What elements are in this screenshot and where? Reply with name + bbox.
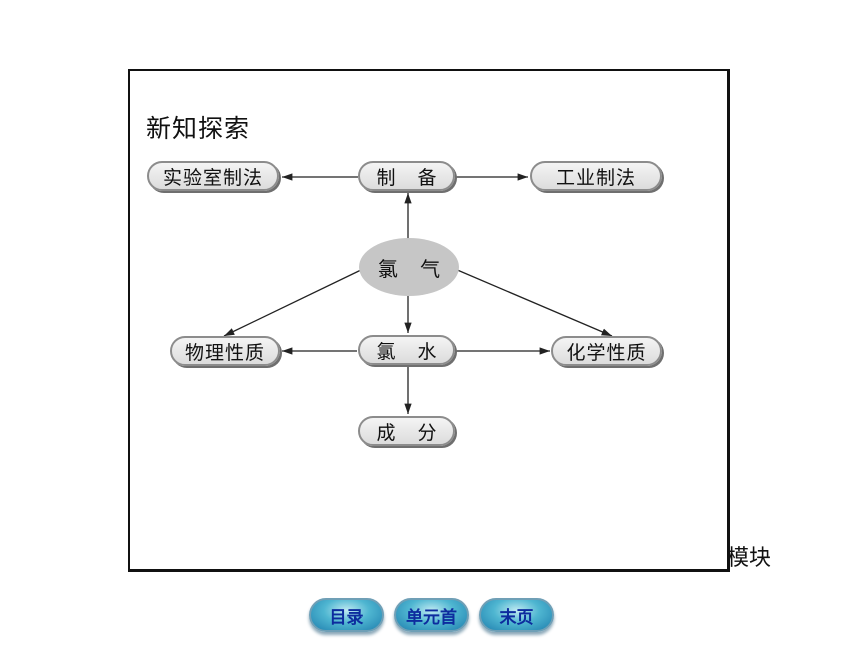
node-composition: 成 分 <box>358 416 455 446</box>
diagram-frame: 新知探索 <box>128 69 730 572</box>
node-physical-properties: 物理性质 <box>170 336 280 366</box>
node-chlorine-water: 氯 水 <box>358 335 455 365</box>
node-preparation: 制 备 <box>358 161 455 191</box>
heading: 新知探索 <box>146 114 251 143</box>
node-industrial-method: 工业制法 <box>530 161 662 191</box>
contents-button[interactable]: 目录 <box>309 598 384 632</box>
node-chemical-properties: 化学性质 <box>551 336 662 366</box>
node-chlorine-gas: 氯 气 <box>359 238 459 296</box>
arrow-center-to-physical <box>223 268 364 337</box>
last-page-button[interactable]: 末页 <box>479 598 554 632</box>
arrow-center-to-chemical <box>454 268 613 337</box>
unit-home-button[interactable]: 单元首 <box>394 598 469 632</box>
node-lab-method: 实验室制法 <box>147 161 279 191</box>
side-text: 模块 <box>727 546 771 571</box>
